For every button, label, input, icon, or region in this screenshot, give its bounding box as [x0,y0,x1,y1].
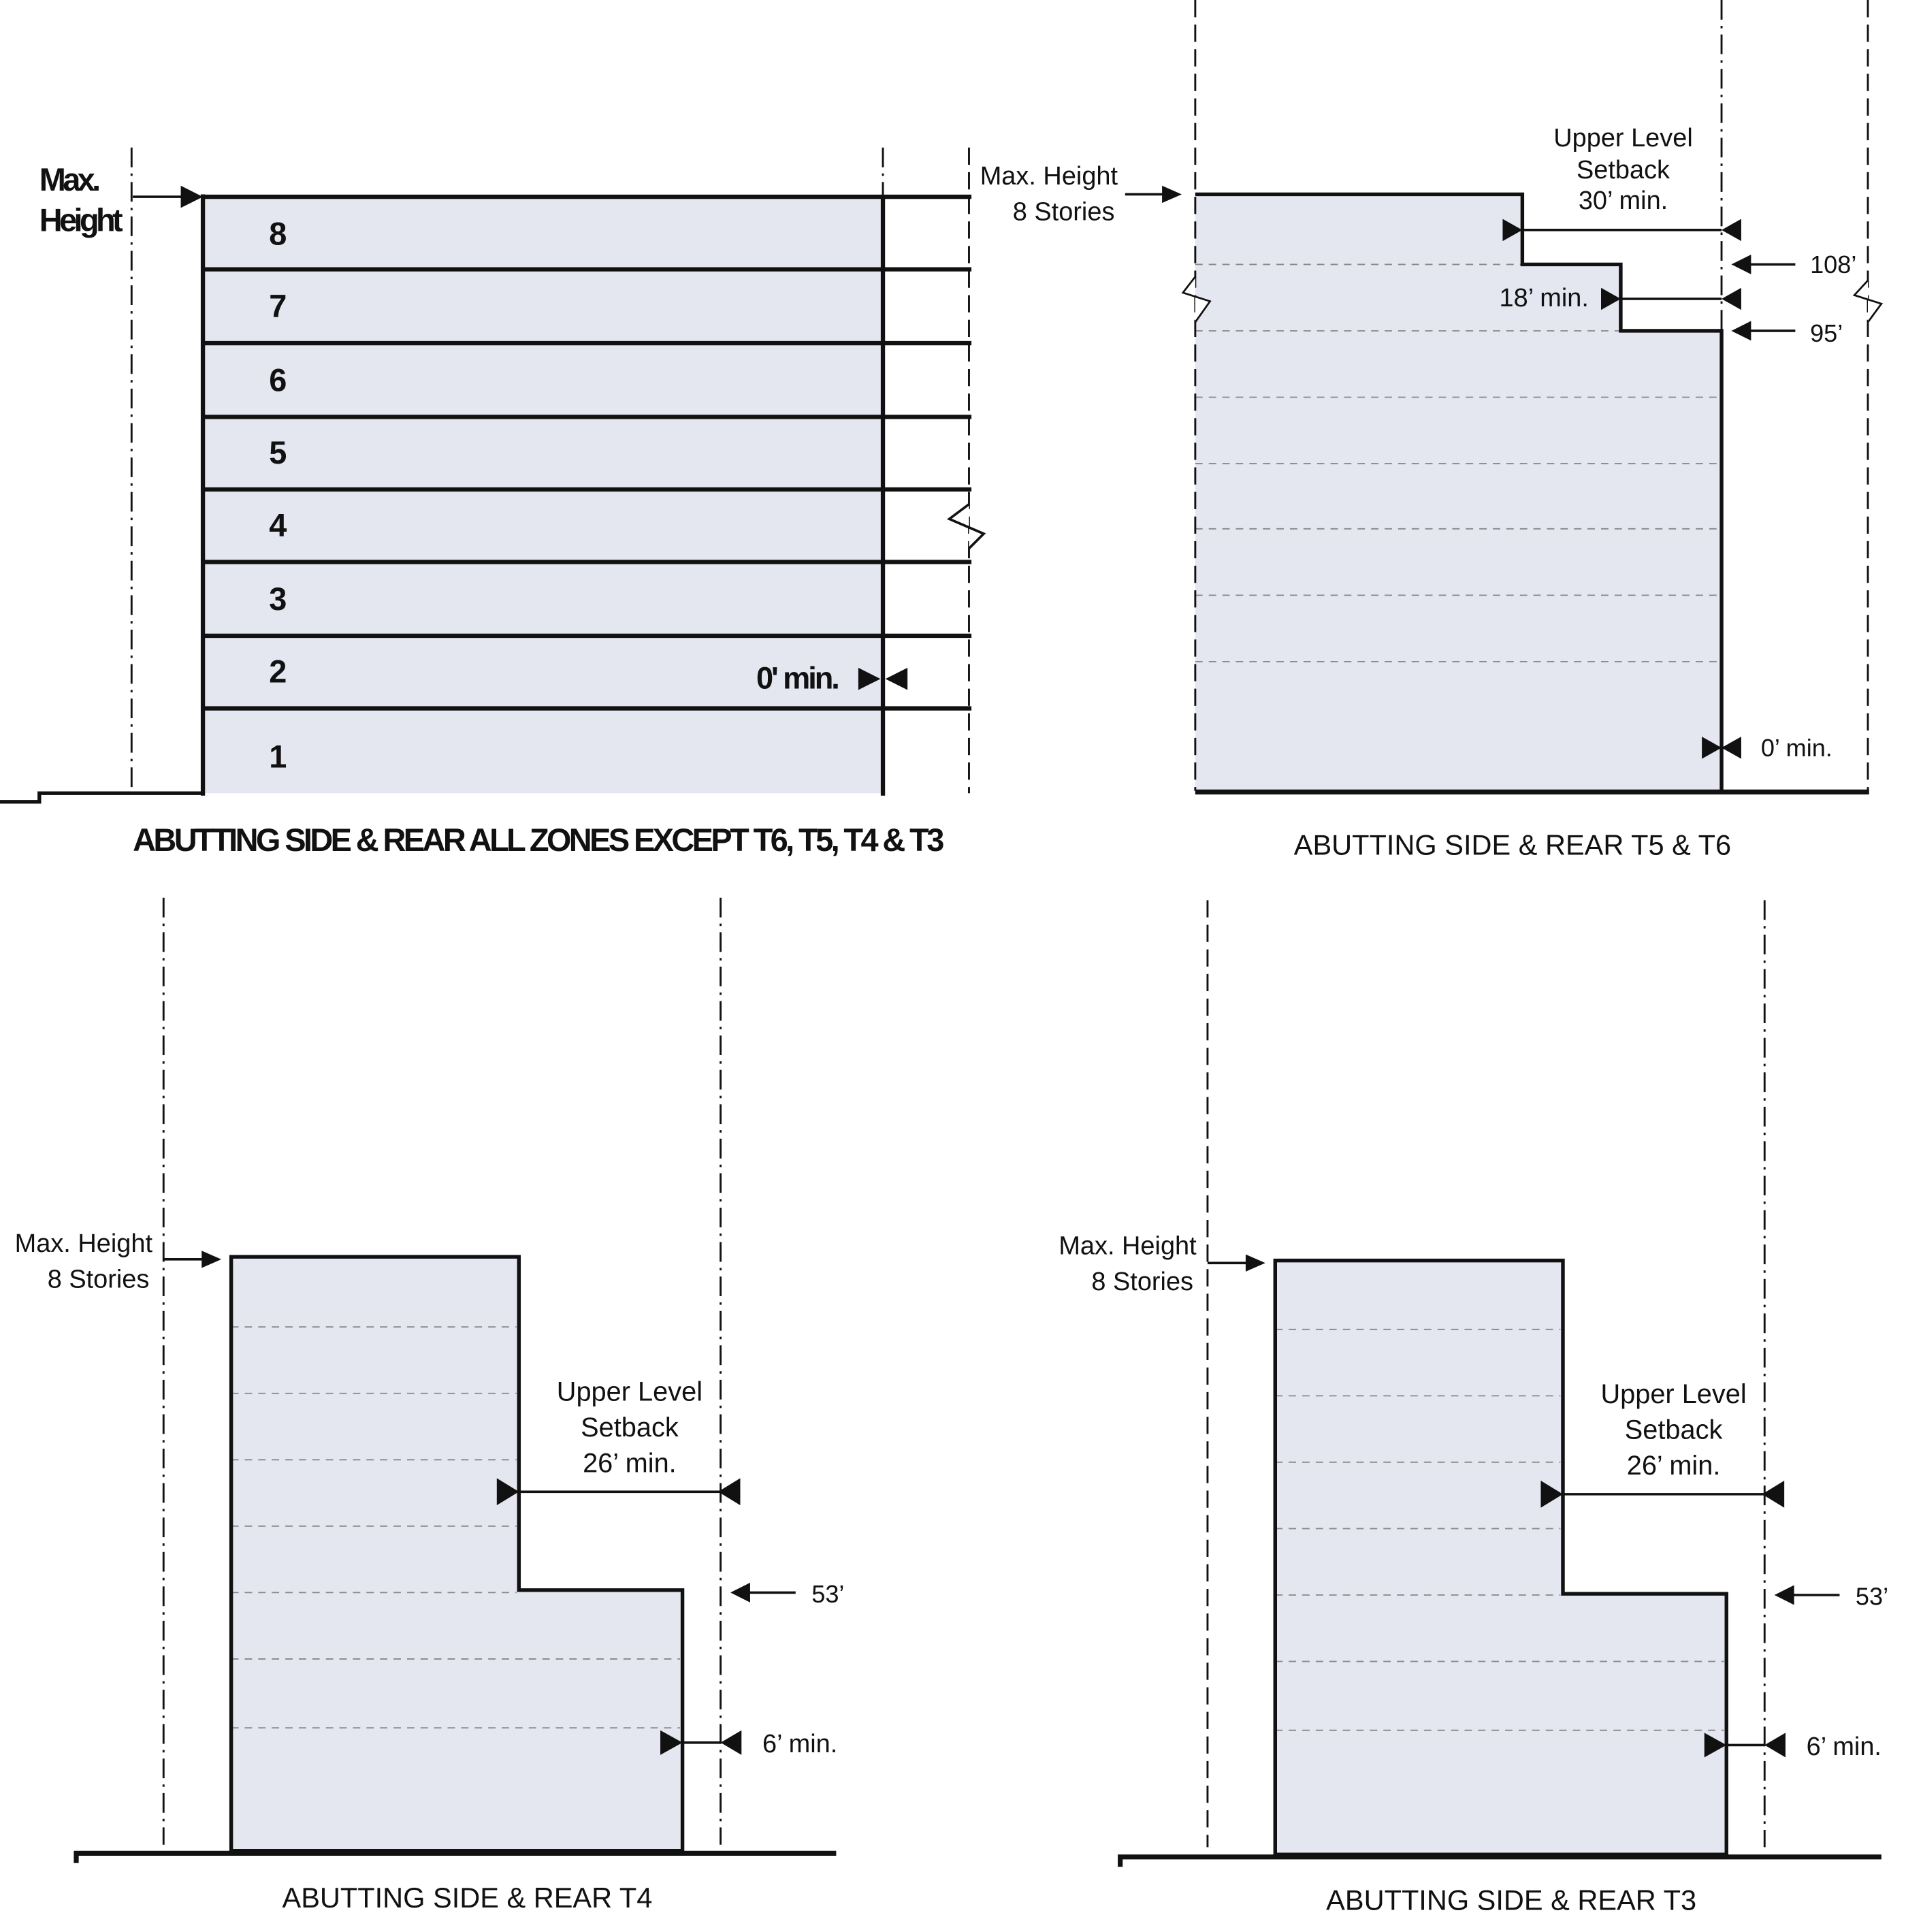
max-height-label: Max. Height [980,162,1118,191]
arrow-icon [1774,1585,1794,1605]
building-mass [1195,194,1722,791]
max-height-label: Max. [39,161,101,197]
setback-label: 6’ min. [1807,1733,1881,1761]
arrow-icon [1704,1733,1727,1758]
floor-lines [1275,1328,1724,1731]
setback-label: 26’ min. [1627,1451,1721,1481]
arrow-icon [496,1478,519,1506]
height-label: 108’ [1810,251,1856,278]
story-number: 6 [269,361,287,398]
setback-label: Upper Level [1553,124,1692,152]
max-height-label: 8 Stories [48,1265,150,1293]
max-height-label: Height [39,202,123,238]
setback-label: 18’ min. [1500,284,1589,312]
arrow-icon [1722,737,1741,759]
max-height-label: Max. Height [1059,1232,1197,1261]
ground-line [0,791,204,804]
story-numbers: 8 7 6 5 4 3 2 1 [269,216,287,775]
setback-label: Upper Level [1600,1379,1746,1409]
setback-label: Setback [581,1413,679,1443]
panel-t5-t6: Max. Height 8 Stories Upper Level Setbac… [980,0,1884,861]
arrow-icon [1722,287,1741,310]
floor-lines [200,194,972,796]
setback-label: Setback [1577,156,1670,184]
arrow-icon [1762,1481,1785,1508]
setback-label: 26’ min. [583,1448,677,1478]
building-mass [203,197,884,794]
arrow-icon [1764,1733,1786,1758]
caption: ABUTTING SIDE & REAR ALL ZONES EXCEPT T6… [133,822,944,858]
floor-lines [231,1326,680,1728]
max-height-label: 8 Stories [1013,197,1115,226]
story-number: 1 [269,738,287,774]
arrow-icon [1731,321,1751,341]
arrow-icon [1502,219,1523,242]
arrow-icon [858,667,881,690]
story-number: 3 [269,581,287,617]
arrow-icon [1722,219,1741,242]
height-label: 95’ [1810,319,1843,347]
arrow-icon [730,1582,750,1603]
arrow-icon [885,667,908,690]
caption: ABUTTING SIDE & REAR T5 & T6 [1294,829,1731,861]
building-mass [231,1257,683,1851]
arrow-icon [1245,1254,1265,1272]
building-mass [1275,1260,1727,1855]
floor-lines [1195,263,1719,662]
arrow-icon [717,1478,741,1506]
ground-line [74,1850,837,1863]
caption: ABUTTING SIDE & REAR T3 [1326,1884,1696,1916]
caption: ABUTTING SIDE & REAR T4 [282,1882,653,1914]
story-number: 8 [269,216,287,252]
arrow-icon [1731,254,1751,274]
arrow-icon [1601,287,1621,310]
height-label: 53’ [811,1580,844,1608]
panel-all-zones: Max. Height 8 7 6 5 4 3 2 1 0' min. ABUT… [0,147,986,858]
break-icon [1852,279,1884,323]
max-height-label: 8 Stories [1091,1268,1193,1296]
arrow-icon [1702,737,1722,759]
setback-label: Setback [1625,1415,1723,1445]
setback-label: 6’ min. [762,1730,837,1758]
setback-label: 30’ min. [1579,187,1668,215]
break-icon [1181,276,1212,323]
arrow-icon [180,185,204,208]
break-icon [946,503,986,549]
setback-label: 0’ min. [1761,734,1832,762]
setback-label: 0' min. [756,661,840,696]
arrow-icon [1162,185,1182,204]
panel-t4: Max. Height 8 Stories Upper Level Setbac… [15,897,844,1914]
panel-t3: Max. Height 8 Stories Upper Level Setbac… [1059,900,1888,1916]
story-number: 7 [269,288,287,324]
story-number: 2 [269,654,287,690]
building-outline [1195,192,1724,791]
arrow-icon [201,1251,222,1268]
story-number: 5 [269,434,287,470]
setback-label: Upper Level [557,1377,702,1407]
max-height-label: Max. Height [15,1229,153,1258]
story-number: 4 [269,507,287,543]
ground-line [1118,1854,1881,1867]
height-label: 53’ [1856,1582,1888,1610]
arrow-icon [720,1730,742,1755]
arrow-icon [1540,1481,1563,1508]
arrow-icon [660,1730,683,1755]
